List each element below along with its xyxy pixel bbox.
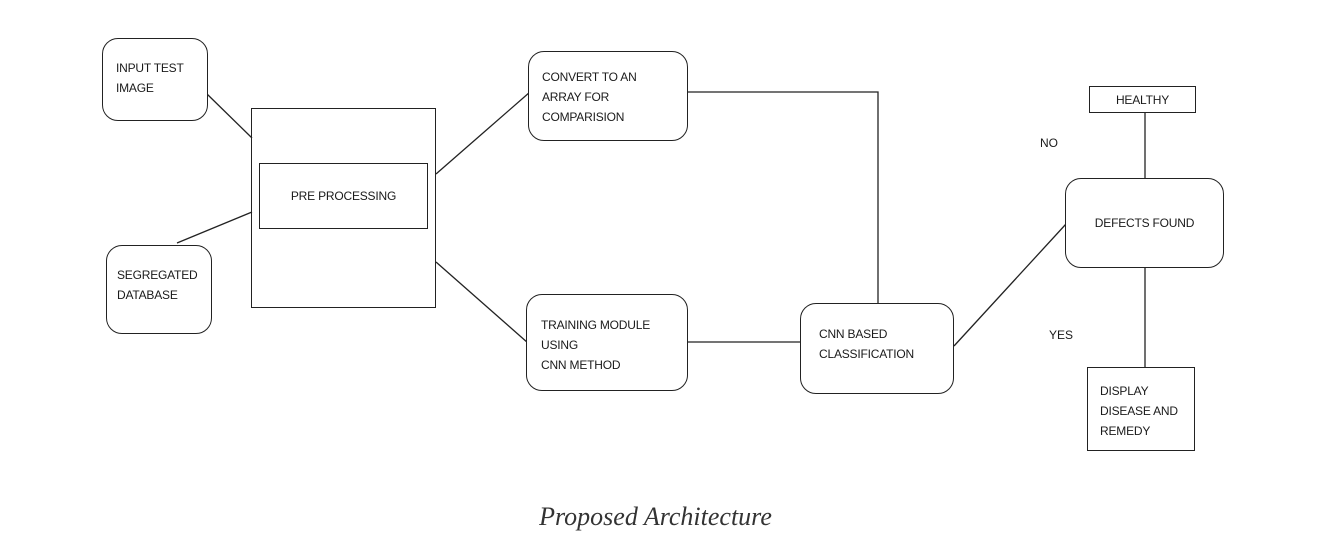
node-segregated-database: SEGREGATED DATABASE bbox=[106, 245, 212, 334]
node-cnn-classification: CNN BASED CLASSIFICATION bbox=[800, 303, 954, 394]
edge-preprocessing-to-training bbox=[435, 261, 529, 344]
node-display-disease-label: DISPLAY DISEASE AND REMEDY bbox=[1100, 384, 1178, 438]
edge-label-no: NO bbox=[1040, 136, 1058, 150]
node-healthy: HEALTHY bbox=[1089, 86, 1196, 113]
node-pre-processing-label: PRE PROCESSING bbox=[290, 189, 397, 203]
node-convert-array-label: CONVERT TO AN ARRAY FOR COMPARISION bbox=[542, 70, 637, 124]
figure-caption: Proposed Architecture bbox=[539, 502, 772, 531]
node-defects-found: DEFECTS FOUND bbox=[1065, 178, 1224, 268]
node-defects-found-label: DEFECTS FOUND bbox=[1094, 216, 1195, 230]
edge-label-yes: YES bbox=[1049, 328, 1074, 342]
node-training-module: TRAINING MODULE USING CNN METHOD bbox=[526, 294, 688, 391]
node-input-test-image-label: INPUT TEST IMAGE bbox=[116, 61, 184, 95]
edge-input-to-preprocessing bbox=[206, 93, 253, 139]
edge-preprocessing-to-convert bbox=[435, 91, 531, 175]
edge-cnn-to-defects bbox=[953, 223, 1067, 347]
node-pre-processing: PRE PROCESSING bbox=[259, 163, 428, 229]
node-training-module-label: TRAINING MODULE USING CNN METHOD bbox=[541, 318, 651, 372]
node-display-disease: DISPLAY DISEASE AND REMEDY bbox=[1087, 367, 1195, 451]
node-segregated-database-label: SEGREGATED DATABASE bbox=[117, 268, 198, 302]
node-healthy-label: HEALTHY bbox=[1115, 92, 1170, 107]
edge-convert-to-cnn bbox=[688, 91, 879, 304]
node-cnn-classification-label: CNN BASED CLASSIFICATION bbox=[819, 327, 914, 361]
node-convert-array: CONVERT TO AN ARRAY FOR COMPARISION bbox=[528, 51, 688, 141]
edge-database-to-preprocessing bbox=[176, 211, 253, 244]
preprocessing-container bbox=[251, 108, 436, 308]
node-input-test-image: INPUT TEST IMAGE bbox=[102, 38, 208, 121]
